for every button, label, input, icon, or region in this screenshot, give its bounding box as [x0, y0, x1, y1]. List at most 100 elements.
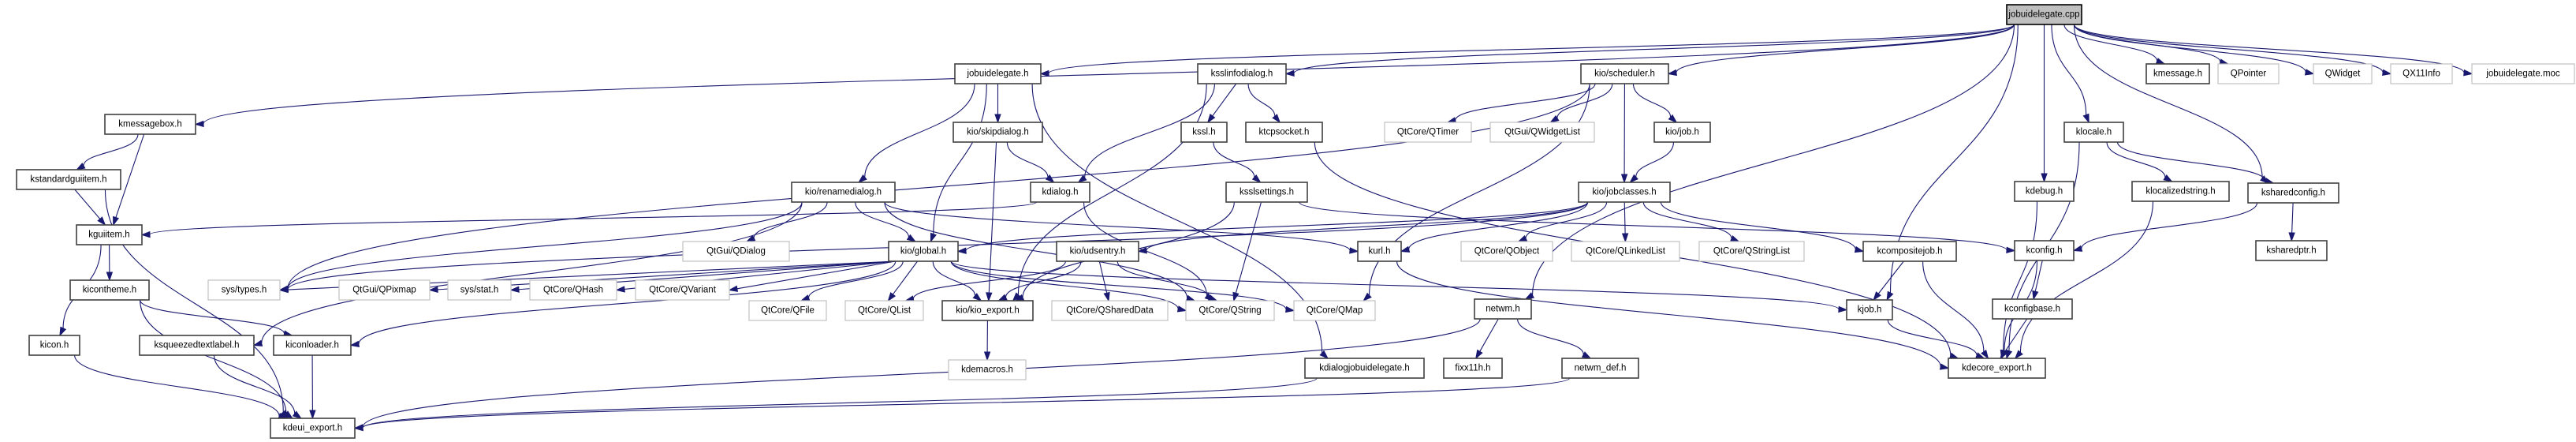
edge-line — [1922, 260, 1985, 352]
node-fixx11h-h[interactable]: fixx11h.h — [1443, 358, 1503, 379]
node-kconfigbase-h[interactable]: kconfigbase.h — [1992, 298, 2073, 320]
node-kicontheme-h[interactable]: kicontheme.h — [69, 279, 150, 301]
edge-jobclasses_h-to-QLinkedList — [1621, 201, 1629, 243]
node-QWidgetList: QtGui/QWidgetList — [1489, 122, 1595, 143]
node-kguiitem-h[interactable]: kguiitem.h — [76, 224, 143, 245]
node-netwm-def-h[interactable]: netwm_def.h — [1561, 358, 1639, 379]
edge-kssl_h-to-ksslsettings_h — [1213, 141, 1262, 183]
node-kdebug-h[interactable]: kdebug.h — [2014, 181, 2075, 202]
edge-kcompositejob_h-to-kdecore_export_h — [1922, 260, 1989, 360]
edge-line — [855, 201, 910, 238]
node-box — [2471, 63, 2575, 84]
node-global-h[interactable]: kio/global.h — [888, 241, 959, 262]
edge-line — [149, 201, 1038, 235]
node-job-h[interactable]: kio/job.h — [1653, 122, 1711, 143]
node-ksslsettings-h[interactable]: ksslsettings.h — [1225, 182, 1308, 203]
node-box — [104, 114, 196, 135]
arrowhead-icon — [309, 410, 316, 420]
edge-line — [1098, 260, 1108, 294]
node-ksharedconfig-h[interactable]: ksharedconfig.h — [2247, 182, 2339, 204]
node-QFile: QtCore/QFile — [748, 300, 827, 321]
edge-line — [1516, 318, 1584, 355]
node-box — [207, 279, 281, 301]
arrowhead-icon — [800, 294, 811, 302]
edge-jobclasses_h-to-udsentry_h — [1137, 201, 1589, 254]
arrowhead-icon — [2163, 174, 2173, 182]
node-systypes-h: sys/types.h — [207, 279, 281, 301]
edge-jobuidelegate_cpp-to-ksslinfodialog_h — [1284, 24, 2015, 77]
node-box — [948, 359, 1027, 380]
edge-line — [892, 260, 919, 295]
node-kmessage-h[interactable]: kmessage.h — [2145, 63, 2210, 84]
edge-line — [1396, 260, 1941, 367]
node-box — [748, 300, 827, 321]
node-ktcpsocket-h[interactable]: ktcpsocket.h — [1245, 122, 1323, 143]
arrowhead-icon — [1629, 174, 1638, 184]
edge-kmessagebox_h-to-kguiitem_h — [113, 133, 145, 227]
node-ksslinfodialog-h[interactable]: ksslinfodialog.h — [1197, 63, 1287, 84]
node-renamedialog-h[interactable]: kio/renamedialog.h — [791, 182, 896, 203]
arrowhead-icon — [1272, 114, 1281, 124]
arrowhead-icon — [2288, 232, 2295, 242]
node-kssl-h[interactable]: kssl.h — [1180, 122, 1228, 143]
edge-line — [736, 260, 896, 290]
node-skipdialog-h[interactable]: kio/skipdialog.h — [952, 122, 1043, 143]
node-udsentry-h[interactable]: kio/udsentry.h — [1056, 241, 1139, 262]
node-kdialogjobuidelegate-h[interactable]: kdialogjobuidelegate.h — [1304, 358, 1425, 379]
node-box — [76, 224, 143, 245]
node-klocalizedstring-h[interactable]: klocalizedstring.h — [2131, 181, 2230, 202]
node-box — [2014, 181, 2075, 202]
edge-ksqueezedtextlabel_h-to-kdeui_export_h — [214, 354, 303, 419]
node-QObject: QtCore/QObject — [1460, 241, 1553, 262]
edge-global_h-to-kiconloader_h — [349, 260, 897, 348]
edge-jobuidelegate_h-to-renamedialog_h — [857, 83, 975, 183]
node-kio-export-h[interactable]: kio/kio_export.h — [941, 300, 1034, 321]
node-netwm-h[interactable]: netwm.h — [1474, 298, 1532, 320]
node-label: kcompositejob.h — [1877, 247, 1942, 257]
node-label: QtCore/QHash — [543, 286, 603, 295]
edge-line — [864, 83, 975, 178]
edge-line — [1084, 83, 1215, 178]
node-kconfig-h[interactable]: kconfig.h — [2014, 240, 2075, 261]
edge-line — [2291, 202, 2294, 234]
node-label: sys/stat.h — [460, 286, 499, 295]
edge-line — [950, 260, 1840, 310]
node-label: fixx11h.h — [1455, 364, 1490, 373]
node-label: QX11Info — [2403, 69, 2440, 79]
arrowhead-icon — [1284, 69, 1295, 77]
node-kurl-h[interactable]: kurl.h — [1357, 241, 1402, 262]
node-kdeui-export-h[interactable]: kdeui_export.h — [270, 418, 356, 439]
edge-line — [1146, 201, 1589, 251]
node-label: QtCore/QMap — [1307, 306, 1363, 316]
edge-ksharedconfig_h-to-ksharedptr_h — [2288, 202, 2295, 242]
node-box — [2006, 4, 2082, 25]
arrowhead-icon — [140, 230, 151, 238]
edge-kdialogjobuidelegate_h-to-kdeui_export_h — [353, 377, 1318, 432]
node-kcompositejob-h[interactable]: kcompositejob.h — [1862, 241, 1957, 262]
node-sysstat-h: sys/stat.h — [447, 279, 512, 301]
node-box — [954, 63, 1042, 84]
edge-line — [988, 141, 997, 294]
node-kjob-h[interactable]: kjob.h — [1846, 299, 1893, 320]
edge-global_h-to-QPixmap — [428, 260, 896, 294]
node-scheduler-h[interactable]: kio/scheduler.h — [1580, 63, 1669, 84]
node-QTimer: QtCore/QTimer — [1384, 122, 1472, 143]
edge-line — [2063, 24, 2158, 62]
node-jobclasses-h[interactable]: kio/jobclasses.h — [1578, 182, 1671, 203]
arrowhead-icon — [97, 216, 106, 227]
node-kmessagebox-h[interactable]: kmessagebox.h — [104, 114, 196, 135]
node-box — [28, 335, 80, 356]
node-klocale-h[interactable]: klocale.h — [2063, 122, 2124, 143]
node-kdecore-export-h[interactable]: kdecore_export.h — [1948, 358, 2046, 379]
node-ksqueezedtextlabel-h[interactable]: ksqueezedtextlabel.h — [139, 335, 255, 356]
node-kiconloader-h[interactable]: kiconloader.h — [273, 335, 352, 356]
node-kicon-h[interactable]: kicon.h — [28, 335, 80, 356]
node-QWidget: QWidget — [2313, 63, 2373, 84]
node-kdialog-h[interactable]: kdialog.h — [1030, 182, 1090, 203]
node-label: kdecore_export.h — [1962, 364, 2032, 373]
node-ksharedptr-h[interactable]: ksharedptr.h — [2255, 240, 2328, 261]
node-jobuidelegate-h[interactable]: jobuidelegate.h — [954, 63, 1042, 84]
node-label: QtCore/QString — [1199, 306, 1261, 316]
arrowhead-icon — [1475, 349, 1483, 360]
node-kstandardguiitem-h[interactable]: kstandardguiitem.h — [16, 169, 121, 190]
